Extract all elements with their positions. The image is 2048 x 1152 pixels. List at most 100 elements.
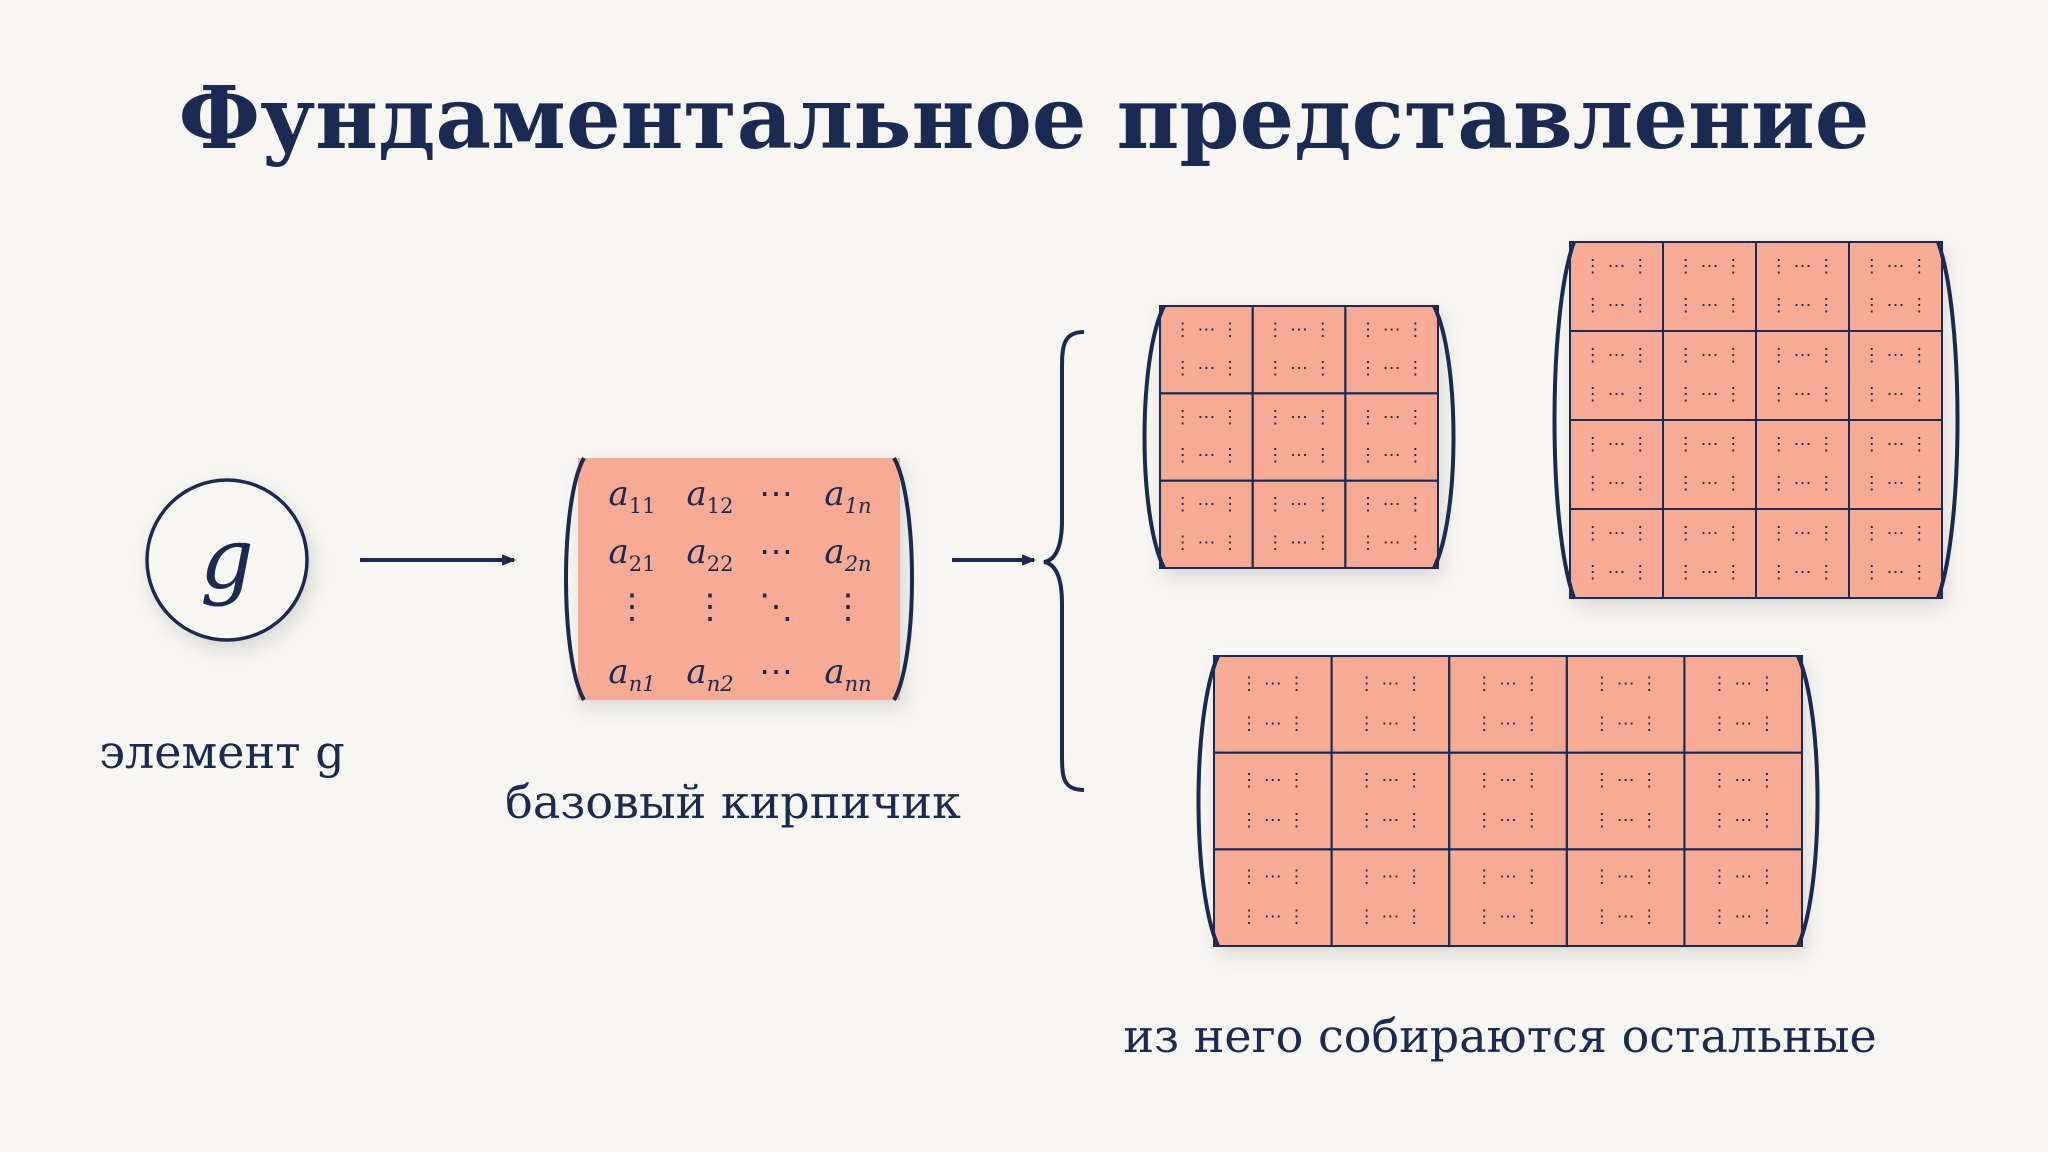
tile-dots: ⋮ ⋯ ⋮ [1593, 810, 1658, 831]
tile-dots: ⋮ ⋯ ⋮ [1677, 523, 1742, 544]
brick-cell: ⋮ [615, 587, 649, 627]
composite-tile: ⋮ ⋯ ⋮ ⋮ ⋯ ⋮ [1755, 330, 1850, 421]
tile-dots: ⋮ ⋯ ⋮ [1359, 533, 1424, 554]
tile-dots: ⋮ ⋯ ⋮ [1240, 713, 1305, 734]
tile-dots: ⋮ ⋯ ⋮ [1174, 319, 1239, 340]
tile-dots: ⋮ ⋯ ⋮ [1593, 770, 1658, 791]
composite-left-paren [1196, 655, 1220, 947]
tile-dots: ⋮ ⋯ ⋮ [1677, 434, 1742, 455]
tile-dots: ⋮ ⋯ ⋮ [1770, 384, 1835, 405]
brick-cell: a21 [608, 532, 655, 576]
tile-dots: ⋮ ⋯ ⋮ [1863, 562, 1928, 583]
tile-dots: ⋮ ⋯ ⋮ [1174, 358, 1239, 379]
composite-tile: ⋮ ⋯ ⋮⋮ ⋯ ⋮ [1569, 508, 1664, 599]
tile-dots: ⋮ ⋯ ⋮ [1584, 434, 1649, 455]
tile-dots: ⋮ ⋯ ⋮ [1593, 907, 1658, 928]
tile-dots: ⋮ ⋯ ⋮ [1677, 345, 1742, 366]
composites-brace [1043, 330, 1085, 792]
tile-dots: ⋮ ⋯ ⋮ [1174, 494, 1239, 515]
tile-dots: ⋮ ⋯ ⋮ [1174, 445, 1239, 466]
tile-dots: ⋮ ⋯ ⋮ [1174, 533, 1239, 554]
brick-cell: a2n [824, 532, 871, 576]
composite-right-paren [1796, 655, 1820, 947]
tile-dots: ⋮ ⋯ ⋮ [1359, 407, 1424, 428]
tile-dots: ⋮ ⋯ ⋮ [1475, 810, 1540, 831]
brick-cell: ⋱ [759, 587, 793, 627]
tile-dots: ⋮ ⋯ ⋮ [1677, 256, 1742, 277]
tile-dots: ⋮ ⋯ ⋮ [1240, 907, 1305, 928]
tile-dots: ⋮ ⋯ ⋮ [1358, 907, 1423, 928]
tile-dots: ⋮ ⋯ ⋮ [1710, 673, 1775, 694]
tile-dots: ⋮ ⋯ ⋮ [1584, 295, 1649, 316]
tile-dots: ⋮ ⋯ ⋮ [1266, 358, 1331, 379]
tile-dots: ⋮ ⋯ ⋮ [1677, 295, 1742, 316]
composite-left-paren [1142, 305, 1166, 569]
composite-tile: ⋮ ⋯ ⋮ ⋮ ⋯ ⋮ [1159, 305, 1254, 395]
tile-dots: ⋮ ⋯ ⋮ [1710, 713, 1775, 734]
tile-dots: ⋮ ⋯ ⋮ [1710, 770, 1775, 791]
tile-dots: ⋮ ⋯ ⋮ [1863, 473, 1928, 494]
tile-dots: ⋮ ⋯ ⋮ [1710, 907, 1775, 928]
composite-tile: ⋮ ⋯ ⋮ ⋮ ⋯ ⋮ [1565, 848, 1686, 947]
brick-cell: a11 [608, 474, 655, 518]
element-node: g [145, 478, 309, 642]
brick-left-paren [564, 457, 586, 701]
tile-dots: ⋮ ⋯ ⋮ [1358, 673, 1423, 694]
brick-cell: ⋯ [759, 652, 793, 692]
tile-dots: ⋮ ⋯ ⋮ [1266, 445, 1331, 466]
grid-3x5: ⋮ ⋯ ⋮ ⋮ ⋯ ⋮ ⋮ ⋯ ⋮ ⋮ ⋯ ⋮ ⋮ ⋯ ⋮ ⋮ ⋯ ⋮ ⋮ ⋯ ⋮ ⋮ ⋯ ⋮… [1196, 655, 1820, 947]
tile-dots: ⋮ ⋯ ⋮ [1863, 295, 1928, 316]
tile-dots: ⋮ ⋯ ⋮ [1240, 770, 1305, 791]
tile-dots: ⋮ ⋯ ⋮ [1266, 407, 1331, 428]
tile-dots: ⋮ ⋯ ⋮ [1240, 810, 1305, 831]
tile-dots: ⋮ ⋯ ⋮ [1266, 533, 1331, 554]
composite-tile: ⋮ ⋯ ⋮⋮ ⋯ ⋮ [1848, 241, 1943, 332]
brick-cell: ⋮ [831, 587, 865, 627]
tile-dots: ⋮ ⋯ ⋮ [1770, 523, 1835, 544]
tile-dots: ⋮ ⋯ ⋮ [1593, 713, 1658, 734]
grid-4x4: ⋮ ⋯ ⋮ ⋮ ⋯ ⋮ ⋮ ⋯ ⋮ ⋮ ⋯ ⋮ ⋮ ⋯ ⋮ ⋮ ⋯ ⋮ ⋮ ⋯ ⋮ ⋮ ⋯ ⋮… [1552, 241, 1960, 599]
tile-dots: ⋮ ⋯ ⋮ [1475, 713, 1540, 734]
composites-caption: из него собираются остальные [1123, 1009, 1876, 1063]
tile-dots: ⋮ ⋯ ⋮ [1358, 867, 1423, 888]
brick-cell: a22 [686, 532, 733, 576]
composite-tile: ⋮ ⋯ ⋮⋮ ⋯ ⋮ [1344, 392, 1440, 482]
composite-tile: ⋮ ⋯ ⋮ ⋮ ⋯ ⋮ [1251, 305, 1347, 395]
tile-dots: ⋮ ⋯ ⋮ [1584, 256, 1649, 277]
element-circle [145, 478, 309, 642]
tile-dots: ⋮ ⋯ ⋮ [1266, 319, 1331, 340]
brick-background [578, 458, 900, 700]
tile-dots: ⋮ ⋯ ⋮ [1770, 473, 1835, 494]
tile-dots: ⋮ ⋯ ⋮ [1770, 345, 1835, 366]
element-caption: элемент g [99, 725, 344, 779]
composite-right-paren [1936, 241, 1960, 599]
tile-dots: ⋮ ⋯ ⋮ [1584, 345, 1649, 366]
composite-tile: ⋮ ⋯ ⋮ ⋮ ⋯ ⋮ [1330, 848, 1451, 947]
tile-dots: ⋮ ⋯ ⋮ [1863, 345, 1928, 366]
composite-tile: ⋮ ⋯ ⋮⋮ ⋯ ⋮ [1683, 848, 1804, 947]
tile-dots: ⋮ ⋯ ⋮ [1359, 319, 1424, 340]
tile-dots: ⋮ ⋯ ⋮ [1770, 295, 1835, 316]
composite-tile: ⋮ ⋯ ⋮⋮ ⋯ ⋮ [1662, 508, 1757, 599]
brick-cell: ⋮ [693, 587, 727, 627]
composite-tile: ⋮ ⋯ ⋮ ⋮ ⋯ ⋮ [1251, 479, 1347, 569]
composite-background [1214, 656, 1802, 946]
tile-dots: ⋮ ⋯ ⋮ [1475, 673, 1540, 694]
brick-cell: an2 [686, 652, 733, 696]
tile-dots: ⋮ ⋯ ⋮ [1359, 358, 1424, 379]
brick-cell: an1 [608, 652, 655, 696]
brick-cell: a1n [824, 474, 871, 518]
tile-dots: ⋮ ⋯ ⋮ [1266, 494, 1331, 515]
composite-right-paren [1432, 305, 1456, 569]
tile-dots: ⋮ ⋯ ⋮ [1475, 867, 1540, 888]
brick-cell: a12 [686, 474, 733, 518]
tile-dots: ⋮ ⋯ ⋮ [1863, 434, 1928, 455]
brick-cell: ⋯ [759, 532, 793, 572]
tile-dots: ⋮ ⋯ ⋮ [1584, 523, 1649, 544]
tile-dots: ⋮ ⋯ ⋮ [1593, 867, 1658, 888]
element-symbol: g [200, 510, 254, 608]
tile-dots: ⋮ ⋯ ⋮ [1359, 494, 1424, 515]
composite-tile: ⋮ ⋯ ⋮⋮ ⋯ ⋮ [1848, 508, 1943, 599]
